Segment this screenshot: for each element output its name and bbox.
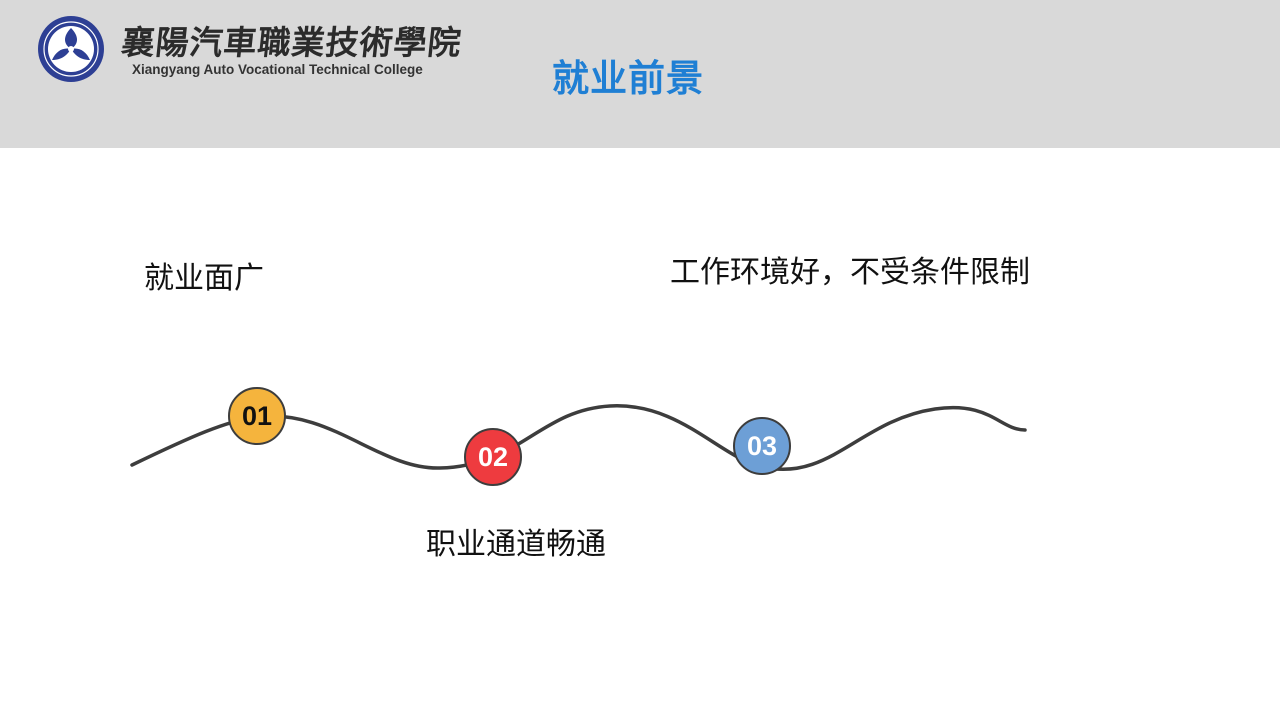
page-title: 就业前景 (552, 57, 704, 100)
college-name-english: Xiangyang Auto Vocational Technical Coll… (132, 62, 423, 77)
timeline-node-03: 03 (733, 417, 791, 475)
header-bar: 襄陽汽車職業技術學院 Xiangyang Auto Vocational Tec… (0, 0, 1280, 148)
timeline-label-03: 工作环境好，不受条件限制 (670, 255, 1030, 290)
timeline-node-02: 02 (464, 428, 522, 486)
timeline-node-01: 01 (228, 387, 286, 445)
timeline-label-02: 职业通道畅通 (426, 527, 606, 562)
college-logo: 襄陽汽車職業技術學院 Xiangyang Auto Vocational Tec… (36, 14, 464, 84)
timeline-label-01: 就业面广 (144, 261, 264, 296)
college-emblem-icon (38, 16, 104, 82)
